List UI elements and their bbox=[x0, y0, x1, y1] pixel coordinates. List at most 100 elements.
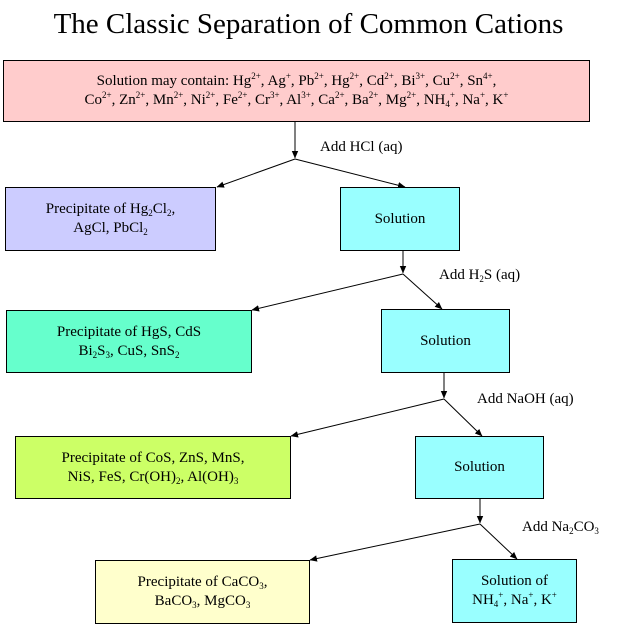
reagent-label-na2co3: Add Na2CO3 bbox=[522, 518, 599, 536]
subscript: 3 bbox=[105, 349, 110, 360]
text-run: , bbox=[263, 574, 268, 590]
ion: Ag+ bbox=[267, 71, 291, 90]
box-text-line: Precipitate of HgS, CdS bbox=[57, 323, 201, 342]
arrow-junction-4-to-precipitate-4 bbox=[309, 523, 481, 562]
text-run: , Na bbox=[503, 592, 529, 608]
ion: Ba2+ bbox=[352, 91, 378, 109]
ion-charge: + bbox=[479, 90, 486, 100]
box-text-line: Solution of bbox=[481, 572, 548, 591]
ion: Ni2+ bbox=[191, 90, 216, 109]
ion-symbol: Hg bbox=[331, 73, 350, 89]
subscript: 2 bbox=[479, 274, 484, 284]
subscript: 2 bbox=[92, 349, 98, 360]
text-run: , K bbox=[533, 592, 552, 608]
superscript: + bbox=[498, 590, 504, 600]
ion: NH4+ bbox=[423, 90, 455, 109]
ion: Hg2+ bbox=[233, 71, 261, 90]
text-run: Bi bbox=[78, 342, 93, 359]
ion: Mg2+ bbox=[385, 90, 417, 109]
box-text-line: Bi2S3, CuS, SnS2 bbox=[78, 342, 179, 361]
text-run: , CuS, SnS bbox=[109, 342, 176, 359]
superscript: + bbox=[528, 590, 534, 600]
text-run: Add Na bbox=[522, 519, 570, 535]
ion: Na+ bbox=[462, 90, 486, 109]
subscript: 2 bbox=[175, 349, 180, 360]
text-run: AgCl, PbCl bbox=[73, 220, 144, 236]
solution-box-3: Solution bbox=[415, 436, 544, 499]
box-text-line: Solution bbox=[420, 332, 471, 351]
text-run: Cl bbox=[152, 201, 167, 217]
ion-subscript: 4 bbox=[445, 99, 450, 109]
ion: K+ bbox=[493, 91, 509, 109]
text-run: Solution bbox=[374, 210, 426, 227]
text-run: NiS, FeS, Cr(OH) bbox=[67, 468, 176, 485]
ion-charge: 3+ bbox=[269, 90, 280, 100]
precipitate-box-group-4: Precipitate of CaCO3,BaCO3, MgCO3 bbox=[95, 560, 310, 624]
text-run: NH bbox=[472, 592, 494, 608]
reagent-label-naoh: Add NaOH (aq) bbox=[477, 391, 574, 407]
arrow-junction-3-to-precipitate-3 bbox=[290, 398, 445, 438]
subscript: 3 bbox=[259, 581, 264, 591]
ion: Zn2+ bbox=[119, 91, 145, 109]
arrow-junction-1-to-solution-1 bbox=[294, 158, 406, 189]
ion-charge: 2+ bbox=[237, 90, 248, 100]
ion-charge: 2+ bbox=[251, 71, 261, 81]
subscript: 4 bbox=[493, 599, 499, 609]
ion: Pb2+ bbox=[298, 71, 324, 90]
ion-charge: + bbox=[449, 90, 455, 100]
box-text-line: AgCl, PbCl2 bbox=[73, 219, 148, 238]
ion-charge: + bbox=[285, 71, 291, 81]
text-run: Precipitate of HgS, CdS bbox=[56, 323, 202, 340]
ion: Cu2+ bbox=[432, 72, 460, 90]
ion-symbol: Mg bbox=[385, 92, 407, 108]
diagram-title: The Classic Separation of Common Cations bbox=[53, 8, 564, 40]
ion-charge: 2+ bbox=[349, 71, 360, 81]
ion-charge: 2+ bbox=[314, 71, 324, 81]
ion-charge: 2+ bbox=[384, 71, 394, 81]
box-text-line: Solution bbox=[375, 210, 426, 229]
text-run: Precipitate of CoS, ZnS, MnS, bbox=[61, 449, 245, 466]
ion-charge: 2+ bbox=[334, 90, 345, 100]
ion: Cd2+ bbox=[366, 71, 394, 90]
ion: Bi3+ bbox=[401, 72, 425, 90]
text-run: Solution bbox=[454, 459, 505, 475]
superscript: + bbox=[551, 590, 557, 600]
arrow-junction-1-to-precipitate-1 bbox=[216, 158, 296, 188]
ion: Sn4+ bbox=[467, 71, 493, 90]
ion-symbol: Fe bbox=[222, 92, 238, 108]
box-text-line: NH4+, Na+, K+ bbox=[472, 591, 557, 610]
arrow-junction-2-to-solution-2 bbox=[402, 273, 443, 310]
subscript: 2 bbox=[166, 208, 172, 218]
ion-symbol: Bi bbox=[401, 73, 416, 89]
precipitate-box-group-1: Precipitate of Hg2Cl2,AgCl, PbCl2 bbox=[5, 187, 216, 251]
ion-symbol: NH bbox=[423, 92, 446, 108]
reagent-label-h2s: Add H2S (aq) bbox=[439, 266, 520, 284]
precipitate-box-group-3: Precipitate of CoS, ZnS, MnS, NiS, FeS, C… bbox=[15, 436, 291, 499]
text-run: , bbox=[171, 201, 176, 217]
text-run: CO bbox=[573, 519, 595, 535]
ion-symbol: Al bbox=[286, 92, 302, 108]
ion-symbol: Cd bbox=[366, 73, 385, 89]
subscript: 2 bbox=[569, 526, 574, 536]
ion-charge: 3+ bbox=[301, 90, 311, 100]
box-text-line: Precipitate of CoS, ZnS, MnS, bbox=[62, 449, 245, 468]
initial-solution-box: Solution may contain: Hg2+, Ag+, Pb2+, H… bbox=[3, 60, 590, 122]
ion-symbol: Cu bbox=[432, 73, 451, 89]
ion: Fe2+ bbox=[222, 90, 248, 109]
ion-charge: 4+ bbox=[483, 71, 493, 81]
ion-symbol: Pb bbox=[298, 73, 315, 89]
ion-symbol: Zn bbox=[119, 92, 136, 108]
ion: Al3+ bbox=[286, 90, 311, 109]
subscript: 3 bbox=[192, 600, 197, 610]
ion-charge: 2+ bbox=[173, 90, 184, 100]
ion-symbol: Na bbox=[462, 92, 480, 108]
text-run: Solution of bbox=[480, 573, 549, 589]
text-run: Solution bbox=[420, 332, 471, 349]
box-text-line: BaCO3, MgCO3 bbox=[155, 592, 251, 611]
ion-charge: 2+ bbox=[205, 90, 216, 100]
ion: Hg2+ bbox=[331, 71, 360, 90]
ion-symbol: Co bbox=[84, 92, 103, 108]
reagent-label-hcl: Add HCl (aq) bbox=[320, 139, 403, 155]
ion-charge: 2+ bbox=[406, 90, 417, 100]
text-run: Precipitate of CaCO bbox=[137, 574, 260, 590]
